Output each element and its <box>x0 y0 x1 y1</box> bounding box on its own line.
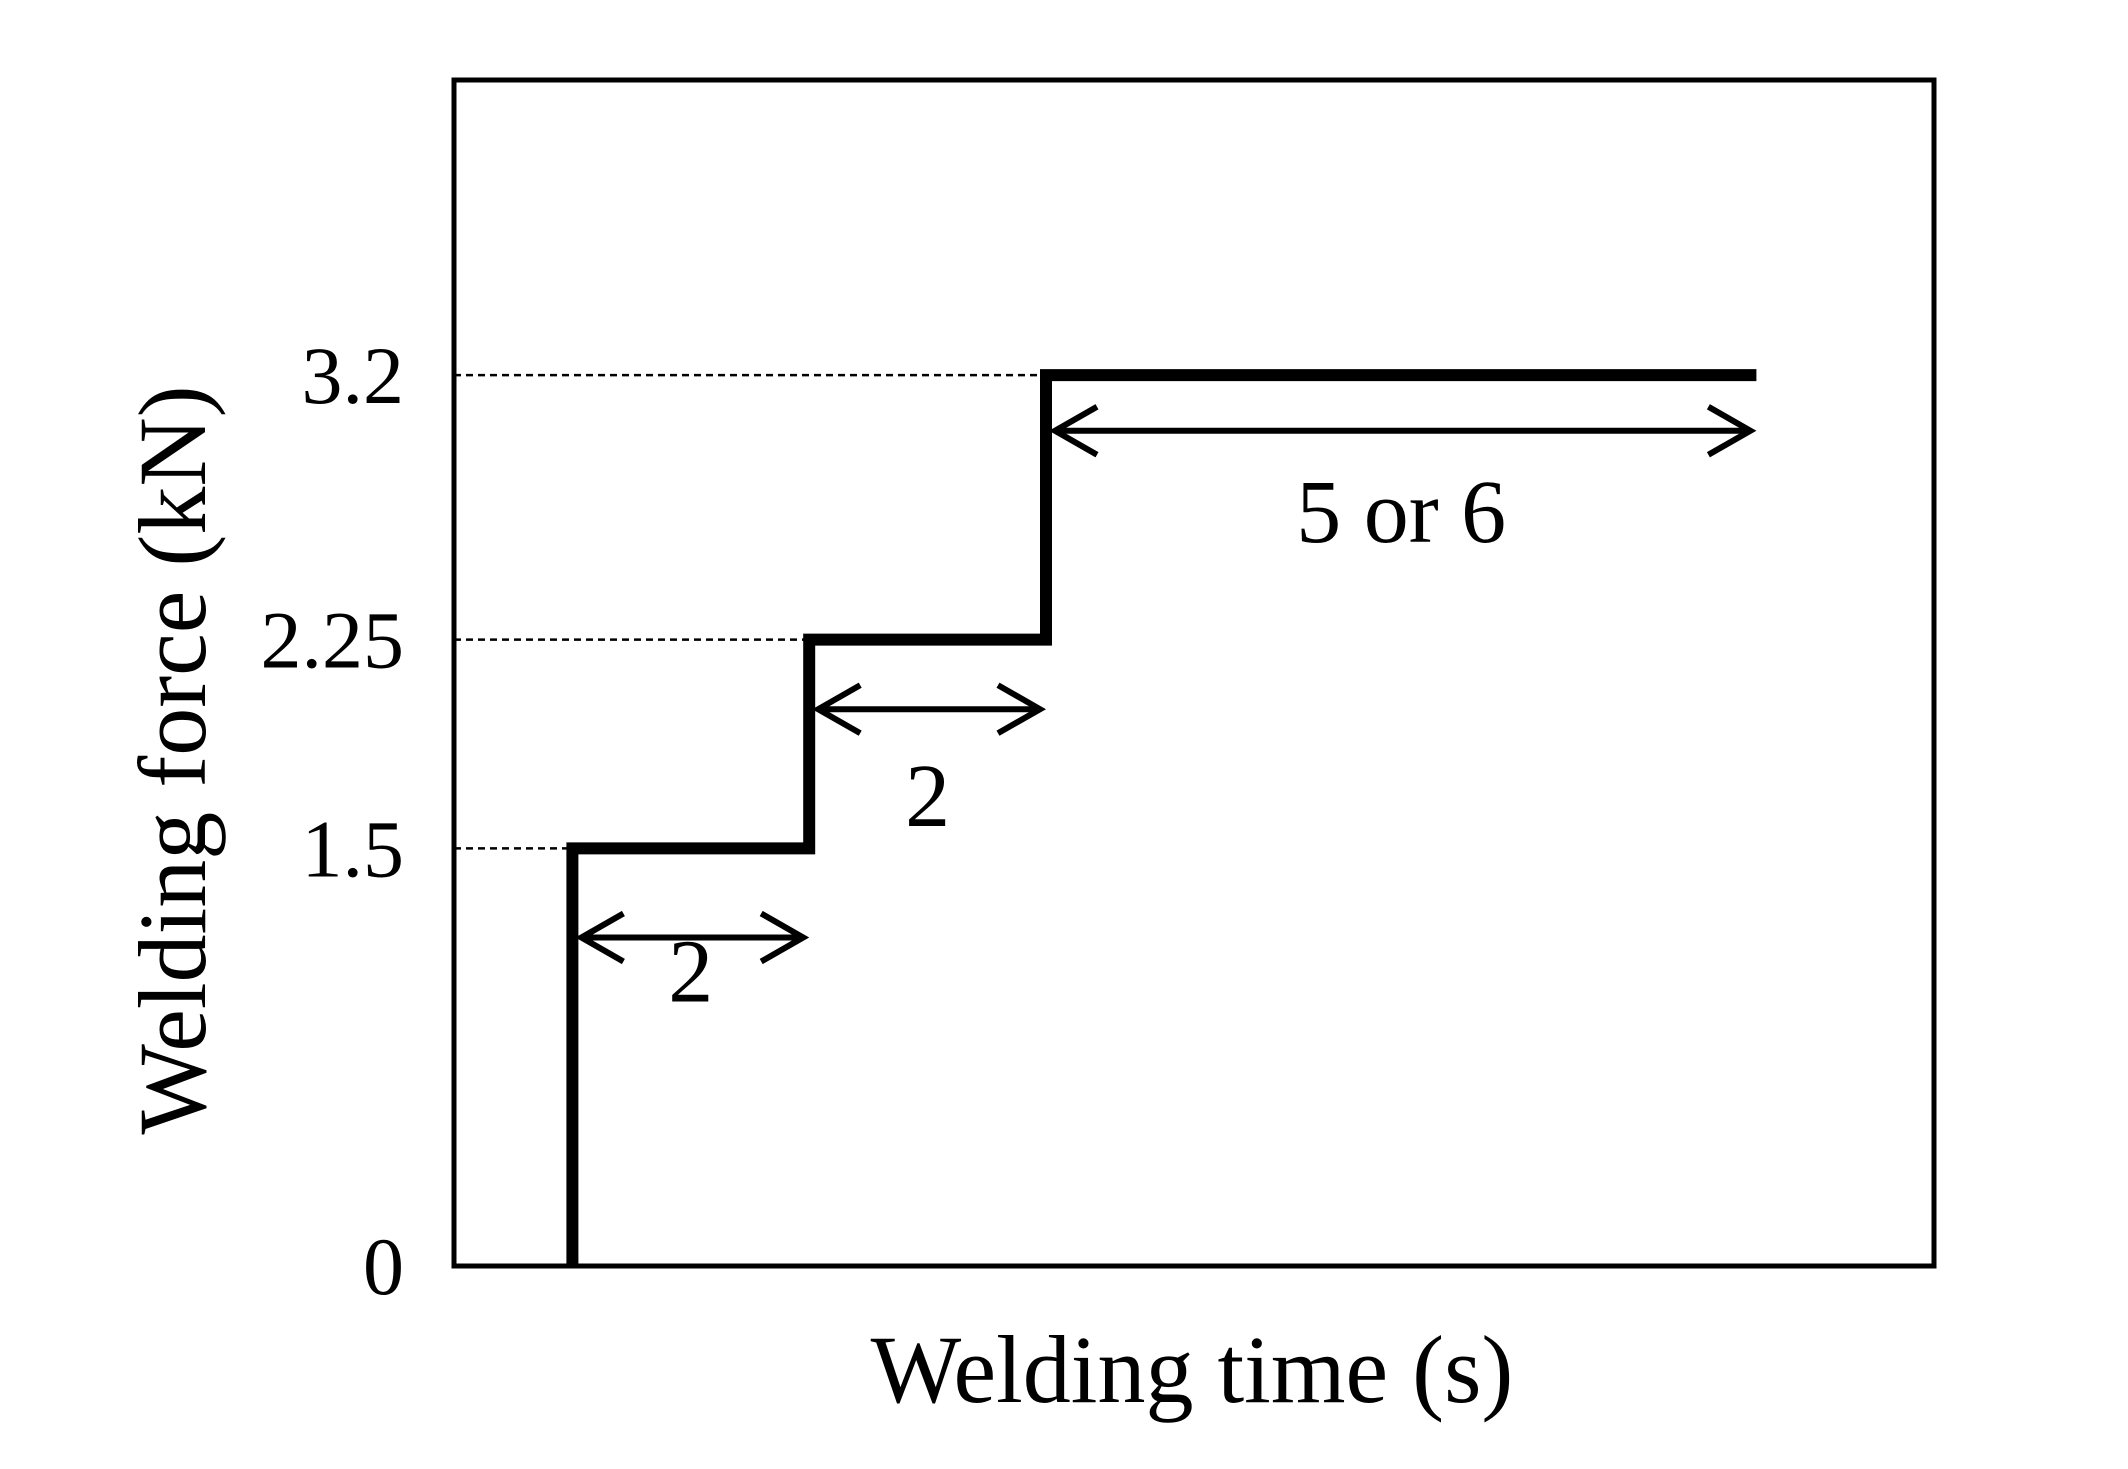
duration-arrow-left-head-0 <box>575 910 625 965</box>
y-tick-labels: 0 1.5 2.25 3.2 <box>261 330 405 1312</box>
duration-arrow-left-head-2 <box>1048 404 1099 458</box>
duration-arrow-right-head-2 <box>1706 404 1757 458</box>
y-axis-label: Welding force (kN) <box>119 385 226 1134</box>
duration-label-1: 2 <box>905 747 950 846</box>
y-tick-label-1: 1.5 <box>302 803 405 894</box>
annotation-layer: 2 2 5 or 6 <box>575 404 1757 1022</box>
y-tick-label-3: 3.2 <box>302 330 405 421</box>
duration-arrow-right-head-0 <box>759 910 810 965</box>
plot-frame <box>451 77 1937 1269</box>
y-tick-label-0: 0 <box>363 1221 404 1312</box>
step-series-line-0 <box>566 369 1757 1266</box>
duration-arrow-left-head-1 <box>812 682 862 736</box>
duration-label-0: 2 <box>668 923 713 1022</box>
duration-label-2: 5 or 6 <box>1296 463 1506 562</box>
y-tick-label-2: 2.25 <box>261 595 405 686</box>
series-layer <box>566 369 1757 1266</box>
duration-arrow-right-head-1 <box>996 682 1047 736</box>
x-axis-label: Welding time (s) <box>871 1316 1514 1423</box>
reference-lines <box>454 373 1046 850</box>
